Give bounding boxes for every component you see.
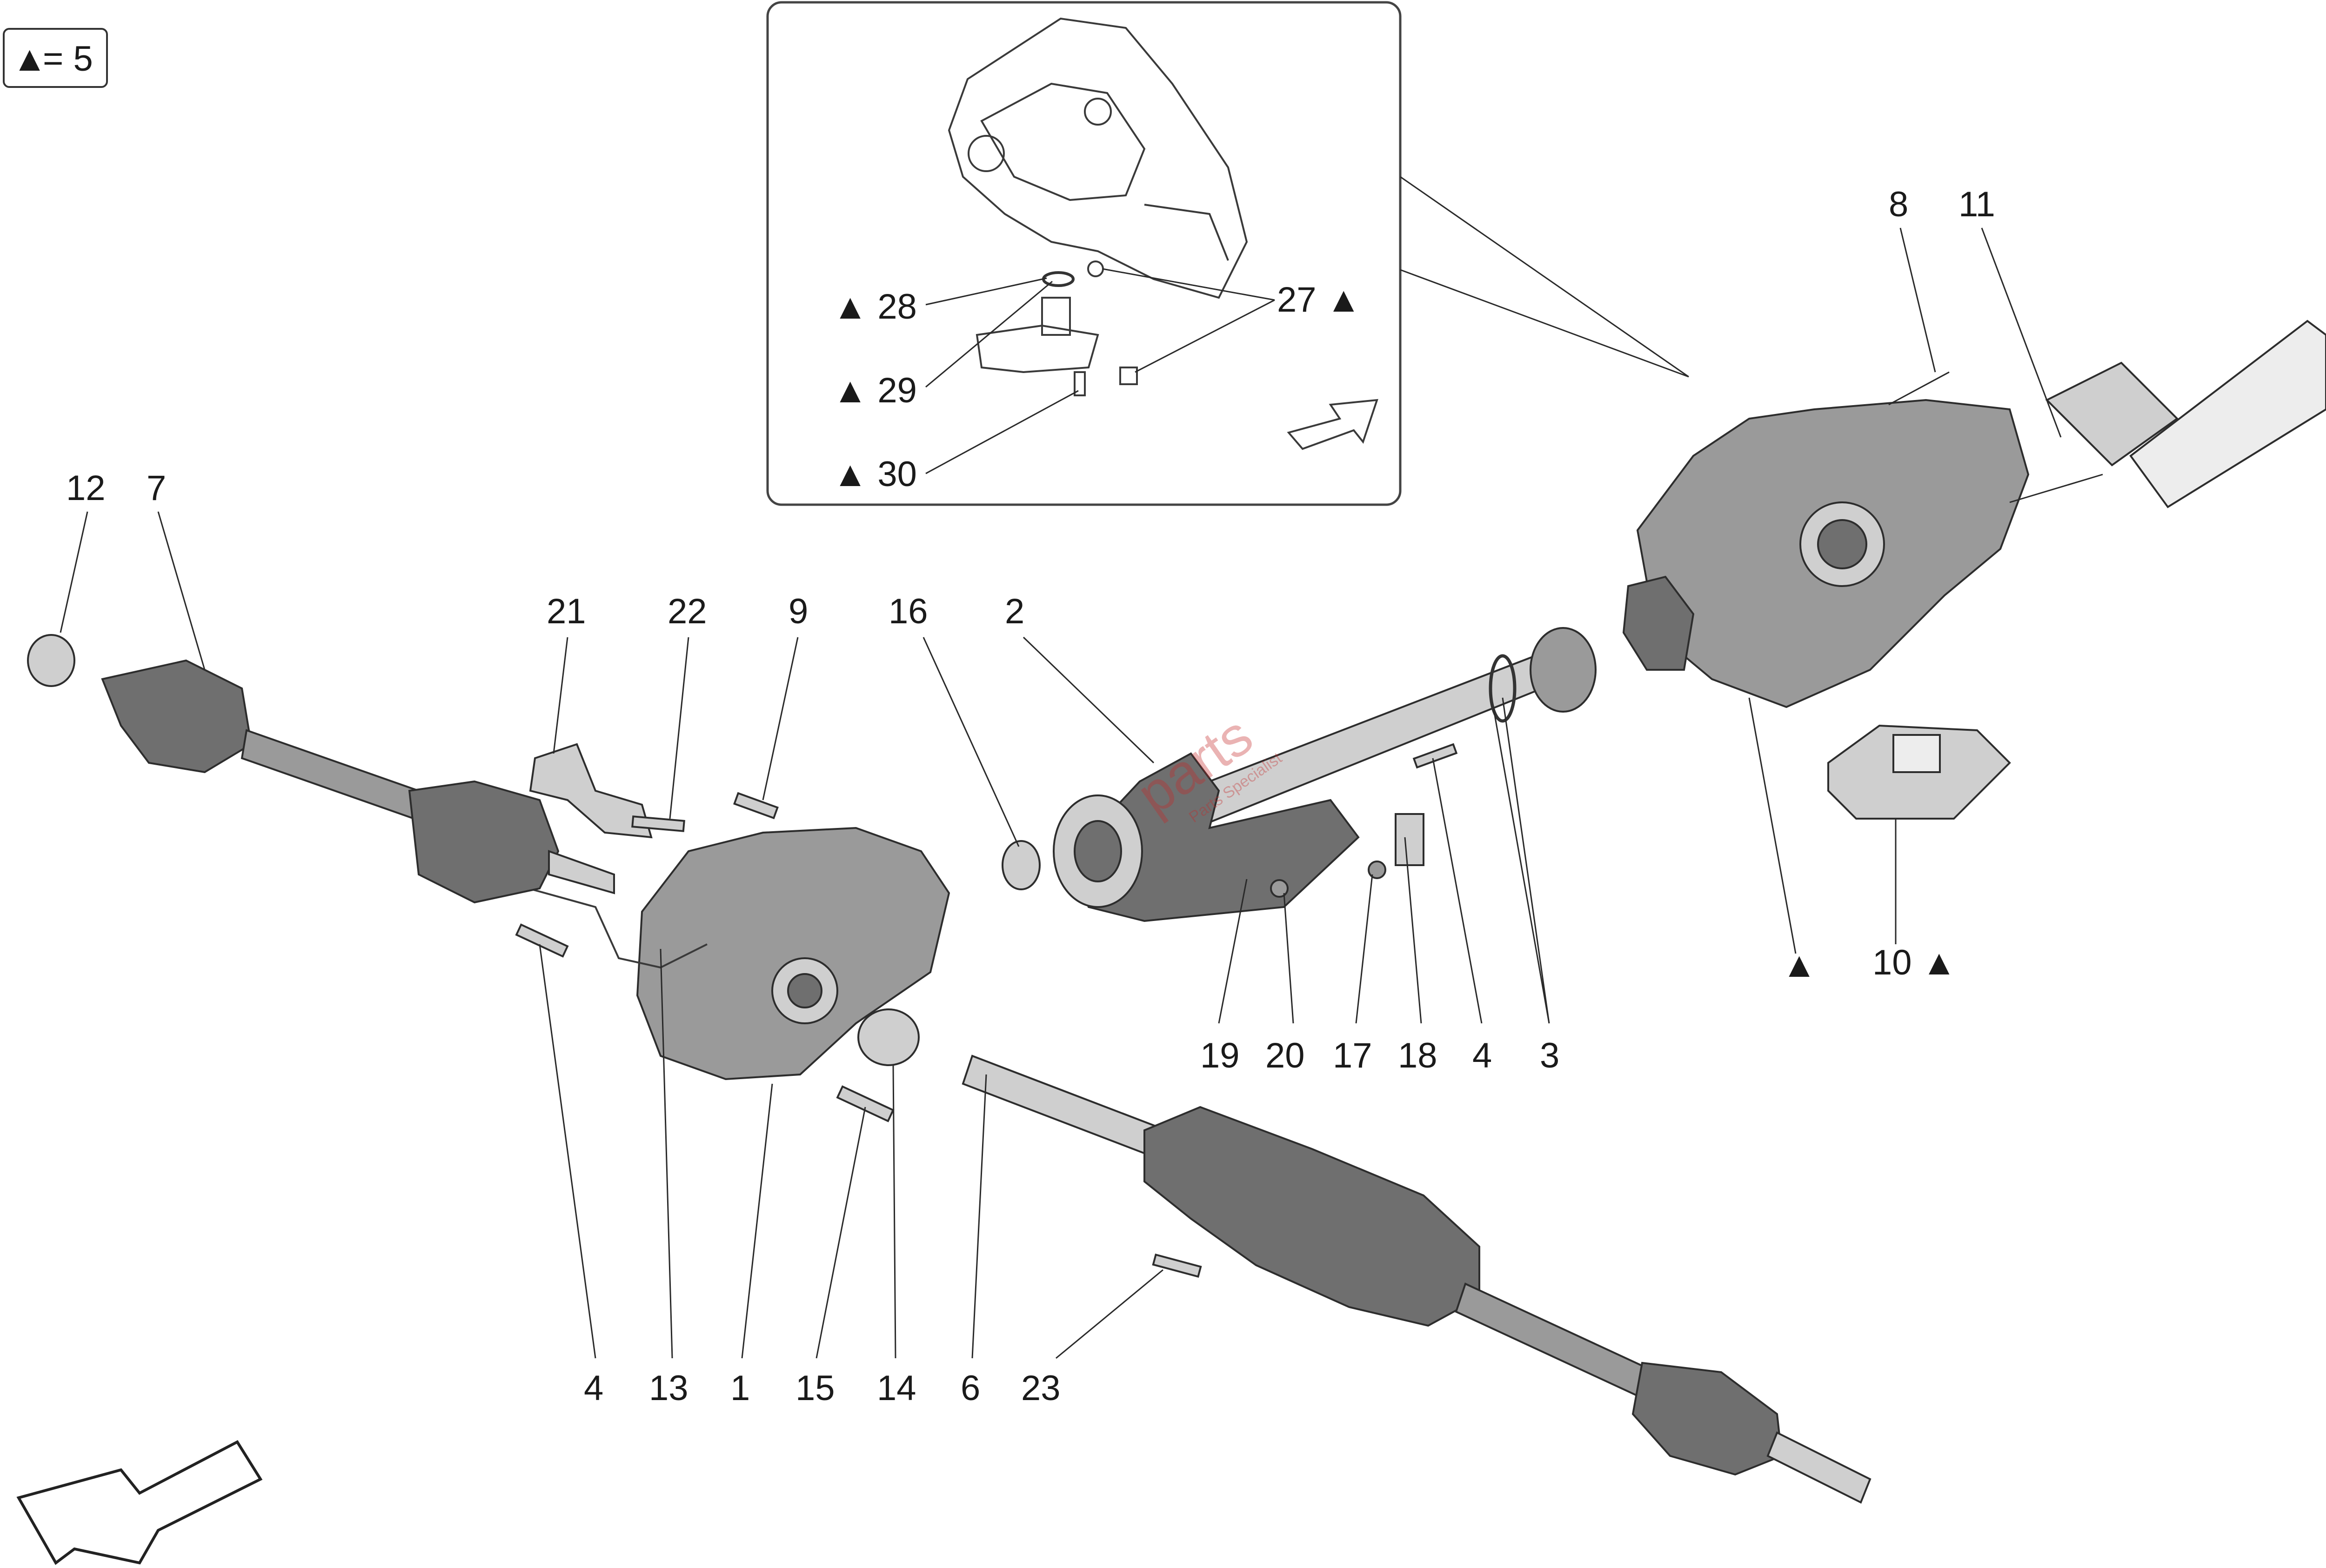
bracket-18 <box>1395 813 1424 866</box>
bolt-4 <box>515 923 569 958</box>
callout-18: 18 <box>1398 1036 1437 1075</box>
rear-gearbox-assembly <box>1622 320 2326 820</box>
callout-17: 17 <box>1333 1036 1372 1075</box>
callout-6: 6 <box>961 1368 980 1408</box>
shaft-7 <box>241 729 420 820</box>
callout-3: 3 <box>1540 1036 1559 1075</box>
inset-detail-box: ▲ 28 ▲ 29 ▲ 30 27 ▲ <box>766 1 1402 506</box>
seal-12 <box>27 634 75 687</box>
circlip-3 <box>1489 654 1517 723</box>
front-differential-assembly <box>511 743 950 1122</box>
propshaft-assembly <box>1002 627 1597 922</box>
legend-symbol: ▲ <box>12 39 47 79</box>
callout-9: 9 <box>789 592 808 631</box>
bolt-4b <box>1412 743 1458 769</box>
nut-17 <box>1368 861 1386 879</box>
bracket-21 <box>529 743 653 839</box>
callout-4b: 4 <box>1472 1036 1492 1075</box>
callout-triangle: ▲ <box>1782 945 1817 985</box>
callout-19: 19 <box>1200 1036 1240 1075</box>
differential-housing-1 <box>636 827 950 1081</box>
callout-7: 7 <box>147 468 166 508</box>
propshaft-coupling <box>1530 627 1597 713</box>
callout-22: 22 <box>668 592 707 631</box>
bolt-23 <box>1152 1253 1202 1278</box>
callout-4: 4 <box>584 1368 603 1408</box>
callout-12: 12 <box>66 468 106 508</box>
left-driveshaft-7 <box>27 634 615 904</box>
callout-leaders <box>60 227 2062 1359</box>
support-bracket-2 <box>1069 752 1360 922</box>
shaft-6 <box>1455 1282 1658 1401</box>
inset-callout-27: 27 ▲ <box>1277 280 1361 320</box>
bolt-9 <box>733 792 779 820</box>
callout-labels: 12 7 21 22 9 16 2 8 11 19 20 17 18 4 3 4… <box>66 185 1995 1408</box>
callout-16: 16 <box>889 592 928 631</box>
callout-15: 15 <box>795 1368 835 1408</box>
inset-housing <box>948 17 1248 299</box>
propshaft-tube-right <box>2129 320 2326 508</box>
inset-callout-29: ▲ 29 <box>833 371 917 410</box>
inset-bolt-30 <box>1074 371 1086 396</box>
nut-20 <box>1270 879 1289 898</box>
callout-11: 11 <box>1958 185 1995 224</box>
direction-arrow <box>16 1440 263 1565</box>
callout-14: 14 <box>877 1368 916 1408</box>
callout-23: 23 <box>1021 1368 1061 1408</box>
callout-10: 10 ▲ <box>1872 943 1957 982</box>
callout-2: 2 <box>1005 592 1024 631</box>
legend-box: ▲ = 5 <box>3 28 108 88</box>
seal-16 <box>1002 840 1041 890</box>
callout-13: 13 <box>649 1368 688 1408</box>
bushing-14 <box>857 1008 920 1066</box>
callout-20: 20 <box>1265 1036 1305 1075</box>
callout-21: 21 <box>547 592 586 631</box>
inset-direction-arrow <box>1287 399 1378 450</box>
inset-callout-30: ▲ 30 <box>833 454 917 494</box>
inset-callout-28: ▲ 28 <box>833 287 917 327</box>
right-driveshaft-6 <box>962 1054 1871 1504</box>
bolt-15 <box>836 1085 895 1122</box>
breather-pipe-13 <box>511 883 708 969</box>
inset-plug-27b <box>1119 367 1138 385</box>
callout-1: 1 <box>730 1368 750 1408</box>
callout-8: 8 <box>1889 185 1908 224</box>
legend-text: = 5 <box>43 39 93 79</box>
bolt-22 <box>631 815 685 832</box>
